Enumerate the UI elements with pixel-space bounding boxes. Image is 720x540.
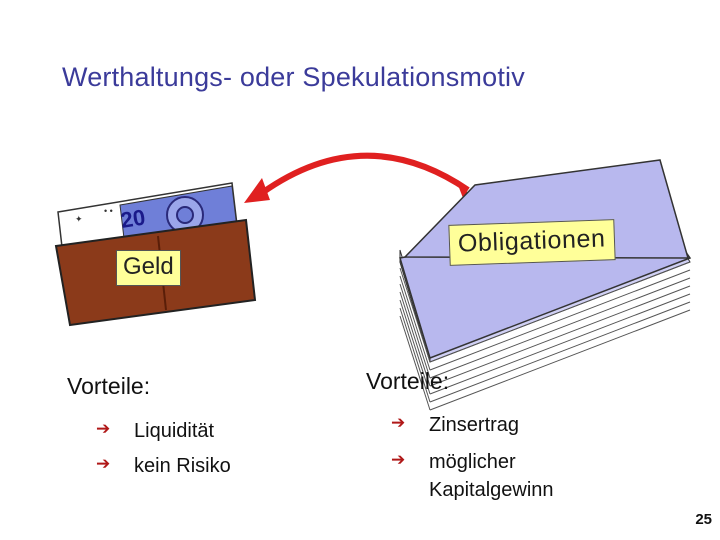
- list-item-text: Zinsertrag: [429, 414, 520, 436]
- arrow-right-icon: ➔: [96, 454, 111, 473]
- page-number: 25: [695, 511, 712, 528]
- geld-label: Geld: [116, 250, 181, 286]
- arrow-right-icon: ➔: [391, 450, 406, 469]
- svg-text:• •: • •: [104, 206, 113, 216]
- slide-title: Werthaltungs- oder Spekulationsmotiv: [62, 62, 525, 92]
- left-advantages-heading: Vorteile:: [67, 373, 151, 399]
- right-advantages-heading: Vorteile:: [366, 368, 450, 394]
- list-item-text: Liquidität: [134, 420, 215, 442]
- double-arrow-icon: [244, 152, 480, 206]
- arrow-right-icon: ➔: [96, 419, 111, 438]
- list-item: ➔ möglicher Kapitalgewinn: [391, 448, 554, 504]
- svg-text:✦: ✦: [75, 214, 83, 224]
- list-item: ➔ kein Risiko: [96, 452, 231, 480]
- banknote-value: 20: [119, 204, 147, 233]
- obligationen-label: Obligationen: [448, 219, 616, 266]
- list-item: ➔ Liquidität: [96, 417, 214, 445]
- arrow-right-icon: ➔: [391, 413, 406, 432]
- list-item-text: möglicher Kapitalgewinn: [429, 451, 554, 501]
- list-item: ➔ Zinsertrag: [391, 411, 519, 439]
- list-item-text: kein Risiko: [134, 455, 231, 477]
